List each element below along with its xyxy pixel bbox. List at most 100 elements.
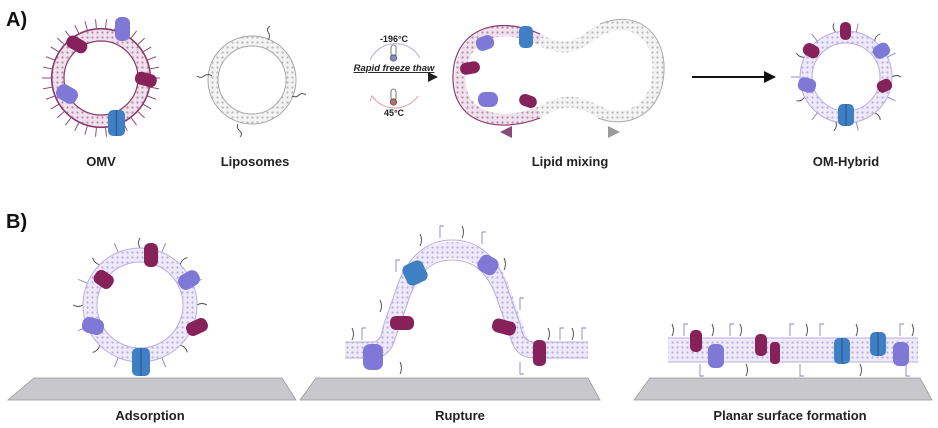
thermometer-cold-icon bbox=[389, 44, 398, 62]
lipid-tail bbox=[711, 323, 714, 337]
lipid-tail bbox=[77, 278, 88, 284]
lipid-tail bbox=[74, 122, 80, 132]
lipid-tail bbox=[819, 323, 824, 336]
lipid-tail bbox=[105, 19, 107, 29]
surface-adsorption bbox=[6, 377, 297, 401]
lipid-tail bbox=[138, 237, 141, 249]
temp-cold: -196°C bbox=[380, 34, 409, 44]
lipid-tail bbox=[571, 327, 574, 341]
lipid-tail bbox=[855, 121, 859, 131]
lipid-tail bbox=[789, 323, 794, 336]
lipid-tail bbox=[805, 323, 808, 337]
lipid-tail bbox=[137, 111, 145, 119]
lipid-tail bbox=[395, 259, 400, 272]
lipid-tail bbox=[92, 345, 101, 353]
omv-inner-ring bbox=[63, 40, 139, 116]
lipid-tail bbox=[887, 52, 896, 58]
lipid-tail bbox=[42, 66, 52, 70]
lipid-tail bbox=[57, 111, 65, 119]
protein-purple bbox=[56, 84, 78, 104]
lipid-tail bbox=[481, 231, 486, 244]
lipid-tail bbox=[729, 323, 734, 336]
lipid-tail bbox=[874, 112, 881, 121]
lipid-tail bbox=[519, 297, 524, 310]
lipid-tail bbox=[113, 242, 119, 253]
omv-vesicle bbox=[42, 17, 160, 137]
lipid-tail bbox=[113, 357, 119, 368]
thermometer-hot-icon bbox=[389, 88, 398, 106]
lipid-tail bbox=[150, 66, 160, 70]
lipid-tail bbox=[150, 86, 160, 90]
process-label: Rapid freeze thaw bbox=[354, 63, 435, 74]
lipid-tail bbox=[351, 327, 354, 341]
lipid-tail bbox=[95, 127, 97, 137]
panel-a-letter: A) bbox=[6, 9, 27, 31]
lipid-tail bbox=[45, 95, 55, 100]
lipid-tail bbox=[891, 75, 902, 78]
adsorbed-vesicle bbox=[72, 237, 208, 376]
lipid-tail bbox=[559, 327, 564, 340]
lipid-tail bbox=[439, 225, 444, 238]
lipid-tail bbox=[74, 24, 80, 34]
lipid-tail bbox=[399, 361, 402, 375]
lipid-tail bbox=[519, 362, 524, 375]
lipid-tail bbox=[671, 323, 674, 337]
lipid-tail bbox=[745, 363, 748, 377]
lipid-tail bbox=[832, 23, 837, 33]
lipid-tail bbox=[84, 125, 88, 135]
lipid-tail bbox=[180, 344, 188, 353]
lipid-tail bbox=[887, 96, 896, 102]
lipid-tail bbox=[137, 37, 145, 45]
lipid-tail bbox=[503, 257, 506, 271]
lipid-tail bbox=[683, 323, 688, 336]
lipid-tail bbox=[147, 95, 157, 100]
lipid-tail bbox=[143, 46, 152, 53]
lipid-tail bbox=[92, 257, 100, 266]
lipid-tail bbox=[796, 52, 805, 58]
liposome-vesicle bbox=[196, 25, 307, 138]
lipid-tail bbox=[42, 86, 52, 90]
label-omv: OMV bbox=[86, 154, 116, 169]
lipid-tail bbox=[547, 327, 550, 341]
lipid-tail bbox=[379, 299, 382, 313]
om-hybrid-vesicle bbox=[791, 22, 902, 131]
lipid-tail bbox=[105, 127, 107, 137]
label-om-hybrid: OM-Hybrid bbox=[813, 154, 880, 169]
lipid-tail bbox=[130, 30, 137, 39]
lipid-tail bbox=[739, 323, 742, 337]
lipid-tail bbox=[799, 364, 804, 377]
surface-planar bbox=[633, 377, 933, 401]
temp-hot: 45°C bbox=[384, 108, 405, 118]
lipid-tail bbox=[50, 103, 59, 110]
lipid-tail bbox=[899, 323, 904, 336]
label-liposomes: Liposomes bbox=[221, 154, 290, 169]
surface-rupture bbox=[299, 377, 601, 401]
lipid-tail bbox=[796, 96, 805, 102]
lipid-tail bbox=[161, 357, 167, 368]
planar-bilayer bbox=[668, 323, 918, 377]
freeze-thaw-cycle: -196°C Rapid freeze thaw 45°C bbox=[348, 34, 438, 118]
fused-vesicle bbox=[452, 18, 665, 138]
label-lipid-mixing: Lipid mixing bbox=[532, 154, 609, 169]
lipid-tail bbox=[361, 327, 366, 340]
label-planar: Planar surface formation bbox=[713, 408, 866, 423]
lipid-tail bbox=[65, 117, 72, 126]
lipid-tail bbox=[161, 242, 167, 253]
lipid-tail bbox=[84, 21, 88, 31]
label-rupture: Rupture bbox=[435, 408, 485, 423]
lipid-tail bbox=[196, 303, 208, 306]
lipid-tail bbox=[419, 233, 422, 247]
rupturing-vesicle bbox=[345, 225, 588, 375]
lipid-tail bbox=[581, 327, 586, 340]
lipid-tail bbox=[147, 56, 157, 61]
lipid-tail bbox=[811, 33, 818, 42]
lipid-tail bbox=[911, 323, 914, 337]
lipid-tail bbox=[905, 364, 910, 377]
lipid-tail bbox=[130, 117, 137, 126]
lipid-tail bbox=[72, 304, 84, 307]
lipid-tail bbox=[833, 121, 837, 131]
lipid-tail bbox=[855, 323, 858, 337]
lipid-tail bbox=[699, 364, 704, 377]
lipid-tail bbox=[859, 363, 862, 377]
